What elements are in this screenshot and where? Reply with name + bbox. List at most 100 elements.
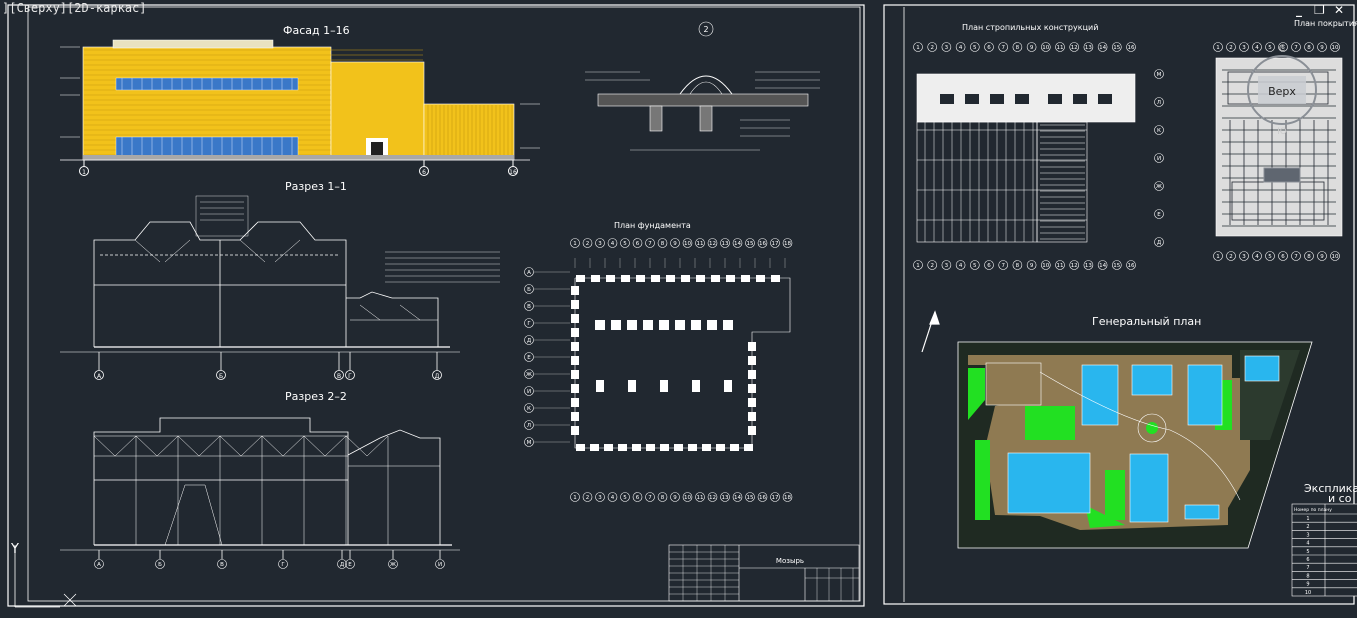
foundation-axis-left-5: Д — [524, 335, 534, 345]
svg-text:2: 2 — [1229, 254, 1233, 260]
rafter-plan: План стропильных конструкций 11223344556… — [913, 23, 1164, 270]
svg-text:13: 13 — [1085, 45, 1092, 51]
rafter-axis-right-6: Е — [1154, 209, 1164, 219]
svg-text:5: 5 — [623, 495, 627, 501]
s2-axis-1: А — [94, 559, 104, 569]
rafter-axis-top-6: 6 — [984, 42, 994, 52]
explication-row-number: 2 — [1306, 524, 1309, 530]
title-block-city: Мозырь — [776, 557, 804, 565]
svg-text:Ж: Ж — [390, 562, 396, 568]
roof-axis-top-9: 9 — [1317, 42, 1327, 52]
svg-text:В: В — [220, 562, 224, 568]
foundation-axis-bottom-16: 16 — [757, 492, 768, 502]
sheet-2 — [883, 4, 1355, 605]
restore-button[interactable]: ❐ — [1314, 3, 1325, 17]
rafter-axis-bottom-12: 12 — [1069, 260, 1079, 270]
svg-text:14: 14 — [734, 495, 741, 501]
foundation-axis-top-18: 18 — [782, 238, 793, 248]
foundation-axis-top-5: 5 — [620, 238, 630, 248]
roof-axis-bottom-5: 5 — [1265, 251, 1275, 261]
s2-axis-3: В — [217, 559, 227, 569]
svg-text:2: 2 — [1229, 45, 1233, 51]
svg-text:4: 4 — [611, 495, 615, 501]
roof-axis-bottom-8: 8 — [1304, 251, 1314, 261]
s2-axis-8: И — [435, 559, 445, 569]
svg-text:В: В — [527, 304, 531, 310]
foundation-axis-top-7: 7 — [645, 238, 655, 248]
rafter-axis-right-4: И — [1154, 153, 1164, 163]
explication-row-number: 10 — [1305, 590, 1311, 596]
foundation-axis-top-2: 2 — [582, 238, 593, 248]
svg-text:5: 5 — [623, 241, 627, 247]
foundation-axis-left-2: Б — [524, 284, 534, 294]
title-block: Мозырь — [668, 544, 860, 602]
svg-text:3: 3 — [1242, 45, 1246, 51]
svg-text:А: А — [527, 270, 531, 276]
foundation-plan: План фундамента 112233445566778899101011… — [524, 221, 793, 502]
viewport-controls-label[interactable]: ][Сверху][2D-каркас] — [2, 1, 147, 15]
svg-text:И: И — [527, 389, 531, 395]
foundation-axis-top-1: 1 — [570, 238, 580, 248]
svg-text:14: 14 — [1099, 45, 1106, 51]
svg-text:Л: Л — [1157, 100, 1161, 106]
svg-text:15: 15 — [747, 241, 754, 247]
foundation-axis-top-13: 13 — [720, 238, 730, 248]
svg-text:И: И — [1157, 156, 1161, 162]
roof-axis-top-5: 5 — [1265, 42, 1275, 52]
foundation-axis-bottom-12: 12 — [707, 492, 718, 502]
rafter-axis-top-10: 10 — [1041, 42, 1051, 52]
svg-text:17: 17 — [772, 495, 779, 501]
svg-text:13: 13 — [722, 241, 729, 247]
svg-text:17: 17 — [772, 241, 779, 247]
svg-text:7: 7 — [1294, 45, 1298, 51]
rafter-axis-top-16: 16 — [1126, 42, 1136, 52]
section-1-1-title: Разрез 1–1 — [285, 180, 347, 193]
rafter-axis-top-14: 14 — [1097, 42, 1108, 52]
foundation-axis-left-9: К — [524, 403, 534, 413]
rafter-axis-top-5: 5 — [969, 42, 980, 52]
svg-text:Д: Д — [527, 338, 532, 344]
foundation-axis-bottom-15: 15 — [745, 492, 755, 502]
svg-text:18: 18 — [784, 241, 791, 247]
svg-text:15: 15 — [1113, 263, 1120, 269]
viewcube[interactable]: Верх С Ю — [1240, 36, 1334, 186]
roof-axis-top-3: 3 — [1239, 42, 1249, 52]
svg-text:9: 9 — [673, 495, 677, 501]
foundation-axis-top-14: 14 — [732, 238, 743, 248]
svg-text:9: 9 — [1030, 263, 1034, 269]
facade-axis-6: 6 — [422, 169, 426, 176]
svg-text:12: 12 — [1071, 263, 1078, 269]
foundation-axis-bottom-13: 13 — [720, 492, 730, 502]
svg-text:9: 9 — [1320, 254, 1324, 260]
svg-text:11: 11 — [1057, 45, 1064, 51]
rafter-axis-bottom-13: 13 — [1083, 260, 1094, 270]
s2-axis-6: Е — [345, 559, 355, 569]
svg-text:4: 4 — [611, 241, 615, 247]
foundation-axis-left-10: Л — [524, 420, 534, 430]
s2-axis-5: Д — [337, 559, 347, 569]
svg-text:3: 3 — [598, 495, 602, 501]
roof-axis-top-7: 7 — [1291, 42, 1301, 52]
svg-text:4: 4 — [959, 45, 963, 51]
svg-text:К: К — [1157, 128, 1161, 134]
node-number: 2 — [703, 25, 708, 34]
s2-axis-7: Ж — [388, 559, 398, 569]
svg-text:12: 12 — [1071, 45, 1078, 51]
roof-axis-top-2: 2 — [1226, 42, 1236, 52]
explication-row-number: 3 — [1306, 532, 1309, 538]
rafter-axis-bottom-2: 2 — [927, 260, 938, 270]
close-button[interactable]: ✕ — [1334, 3, 1345, 17]
roof-axis-top-4: 4 — [1252, 42, 1262, 52]
rafter-axis-top-8: 8 — [1012, 42, 1023, 52]
foundation-axis-bottom-3: 3 — [595, 492, 605, 502]
minimize-button[interactable]: _ — [1296, 3, 1302, 17]
svg-text:2: 2 — [586, 241, 590, 247]
svg-text:13: 13 — [1085, 263, 1092, 269]
svg-text:10: 10 — [1042, 263, 1049, 269]
svg-text:Е: Е — [527, 355, 531, 361]
svg-text:2: 2 — [930, 263, 934, 269]
